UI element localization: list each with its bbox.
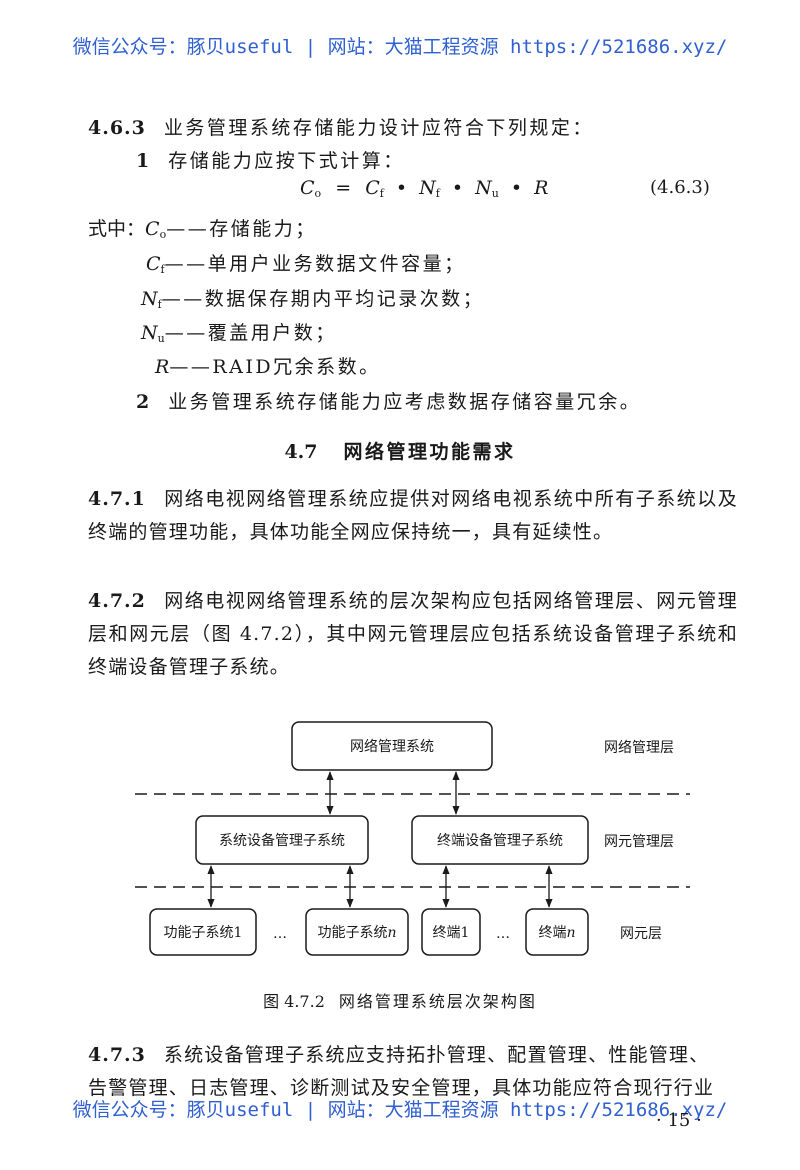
box-label: 终端设备管理子系统: [437, 832, 563, 849]
clause-473-line1: 4.7.3 系统设备管理子系统应支持拓扑管理、配置管理、性能管理、: [88, 1040, 709, 1067]
definition-row: Nu——覆盖用户数；: [141, 322, 337, 345]
clause-number: 4.7.3: [88, 1044, 146, 1066]
definition-row: Cf——单用户业务数据文件容量；: [146, 253, 466, 276]
clause-text: 业务管理系统存储能力设计应符合下列规定：: [163, 117, 594, 139]
item-2: 2 业务管理系统存储能力应考虑数据存储容量冗余。: [136, 387, 641, 414]
equation-number: (4.6.3): [650, 177, 710, 198]
definition-row: R——RAID冗余系数。: [155, 356, 381, 378]
clause-text: 网络电视网络管理系统应提供对网络电视系统中所有子系统以及终端的管理功能，具体功能…: [88, 488, 738, 543]
watermark-top: 微信公众号：豚贝useful | 网站：大猫工程资源 https://52168…: [72, 36, 728, 58]
box-label: 功能子系统n: [317, 925, 396, 941]
clause-text: 系统设备管理子系统应支持拓扑管理、配置管理、性能管理、: [163, 1044, 710, 1066]
function-subsystem-n-box: [305, 908, 409, 956]
item-text: 存储能力应按下式计算：: [168, 150, 405, 172]
ellipsis: …: [273, 926, 287, 942]
box-label: 终端n: [538, 925, 575, 941]
ellipsis: …: [496, 926, 510, 942]
item-number: 1: [136, 150, 151, 172]
clause-number: 4.7.2: [88, 590, 146, 612]
figure-number: 图 4.7.2: [263, 992, 325, 1011]
clause-number: 4.7.1: [88, 488, 146, 510]
network-management-system-box: [291, 721, 493, 771]
clause-number: 4.6.3: [88, 117, 146, 139]
item-text: 业务管理系统存储能力应考虑数据存储容量冗余。: [168, 391, 642, 413]
function-subsystem-1-box: [149, 908, 257, 956]
item-number: 2: [136, 391, 151, 413]
layer-label: 网元管理层: [604, 834, 674, 850]
box-label: 系统设备管理子系统: [219, 832, 345, 849]
item-1: 1 存储能力应按下式计算：: [136, 146, 405, 173]
box-label: 功能子系统1: [164, 925, 243, 941]
watermark-bottom: 微信公众号：豚贝useful | 网站：大猫工程资源 https://52168…: [72, 1099, 728, 1121]
clause-473-line2: 告警管理、日志管理、诊断测试及安全管理，具体功能应符合现行行业: [88, 1077, 715, 1099]
terminal-n-box: [525, 908, 589, 956]
page-number: · 15 ·: [656, 1110, 702, 1131]
layer-label: 网元层: [620, 926, 662, 942]
formula-4-6-3: Co = Cf • Nf • Nu • R: [300, 177, 549, 200]
layer-label: 网络管理层: [604, 740, 674, 756]
figure-title: 网络管理系统层次架构图: [338, 992, 537, 1011]
terminal-device-mgmt-box: [411, 815, 589, 865]
clause-text: 网络电视网络管理系统的层次架构应包括网络管理层、网元管理层和网元层（图 4.7.…: [88, 590, 738, 678]
box-label: 网络管理系统: [350, 739, 434, 755]
definition-row: 式中：Co——存储能力；: [88, 218, 317, 241]
terminal-1-box: [421, 908, 481, 956]
definition-row: Nf——数据保存期内平均记录次数；: [141, 288, 485, 311]
system-device-mgmt-box: [195, 815, 369, 865]
clause-463-heading: 4.6.3 业务管理系统存储能力设计应符合下列规定：: [88, 113, 594, 140]
where-prefix: 式中：: [88, 218, 146, 240]
figure-caption: 图 4.7.2 网络管理系统层次架构图: [0, 988, 800, 1012]
box-label: 终端1: [433, 925, 470, 941]
